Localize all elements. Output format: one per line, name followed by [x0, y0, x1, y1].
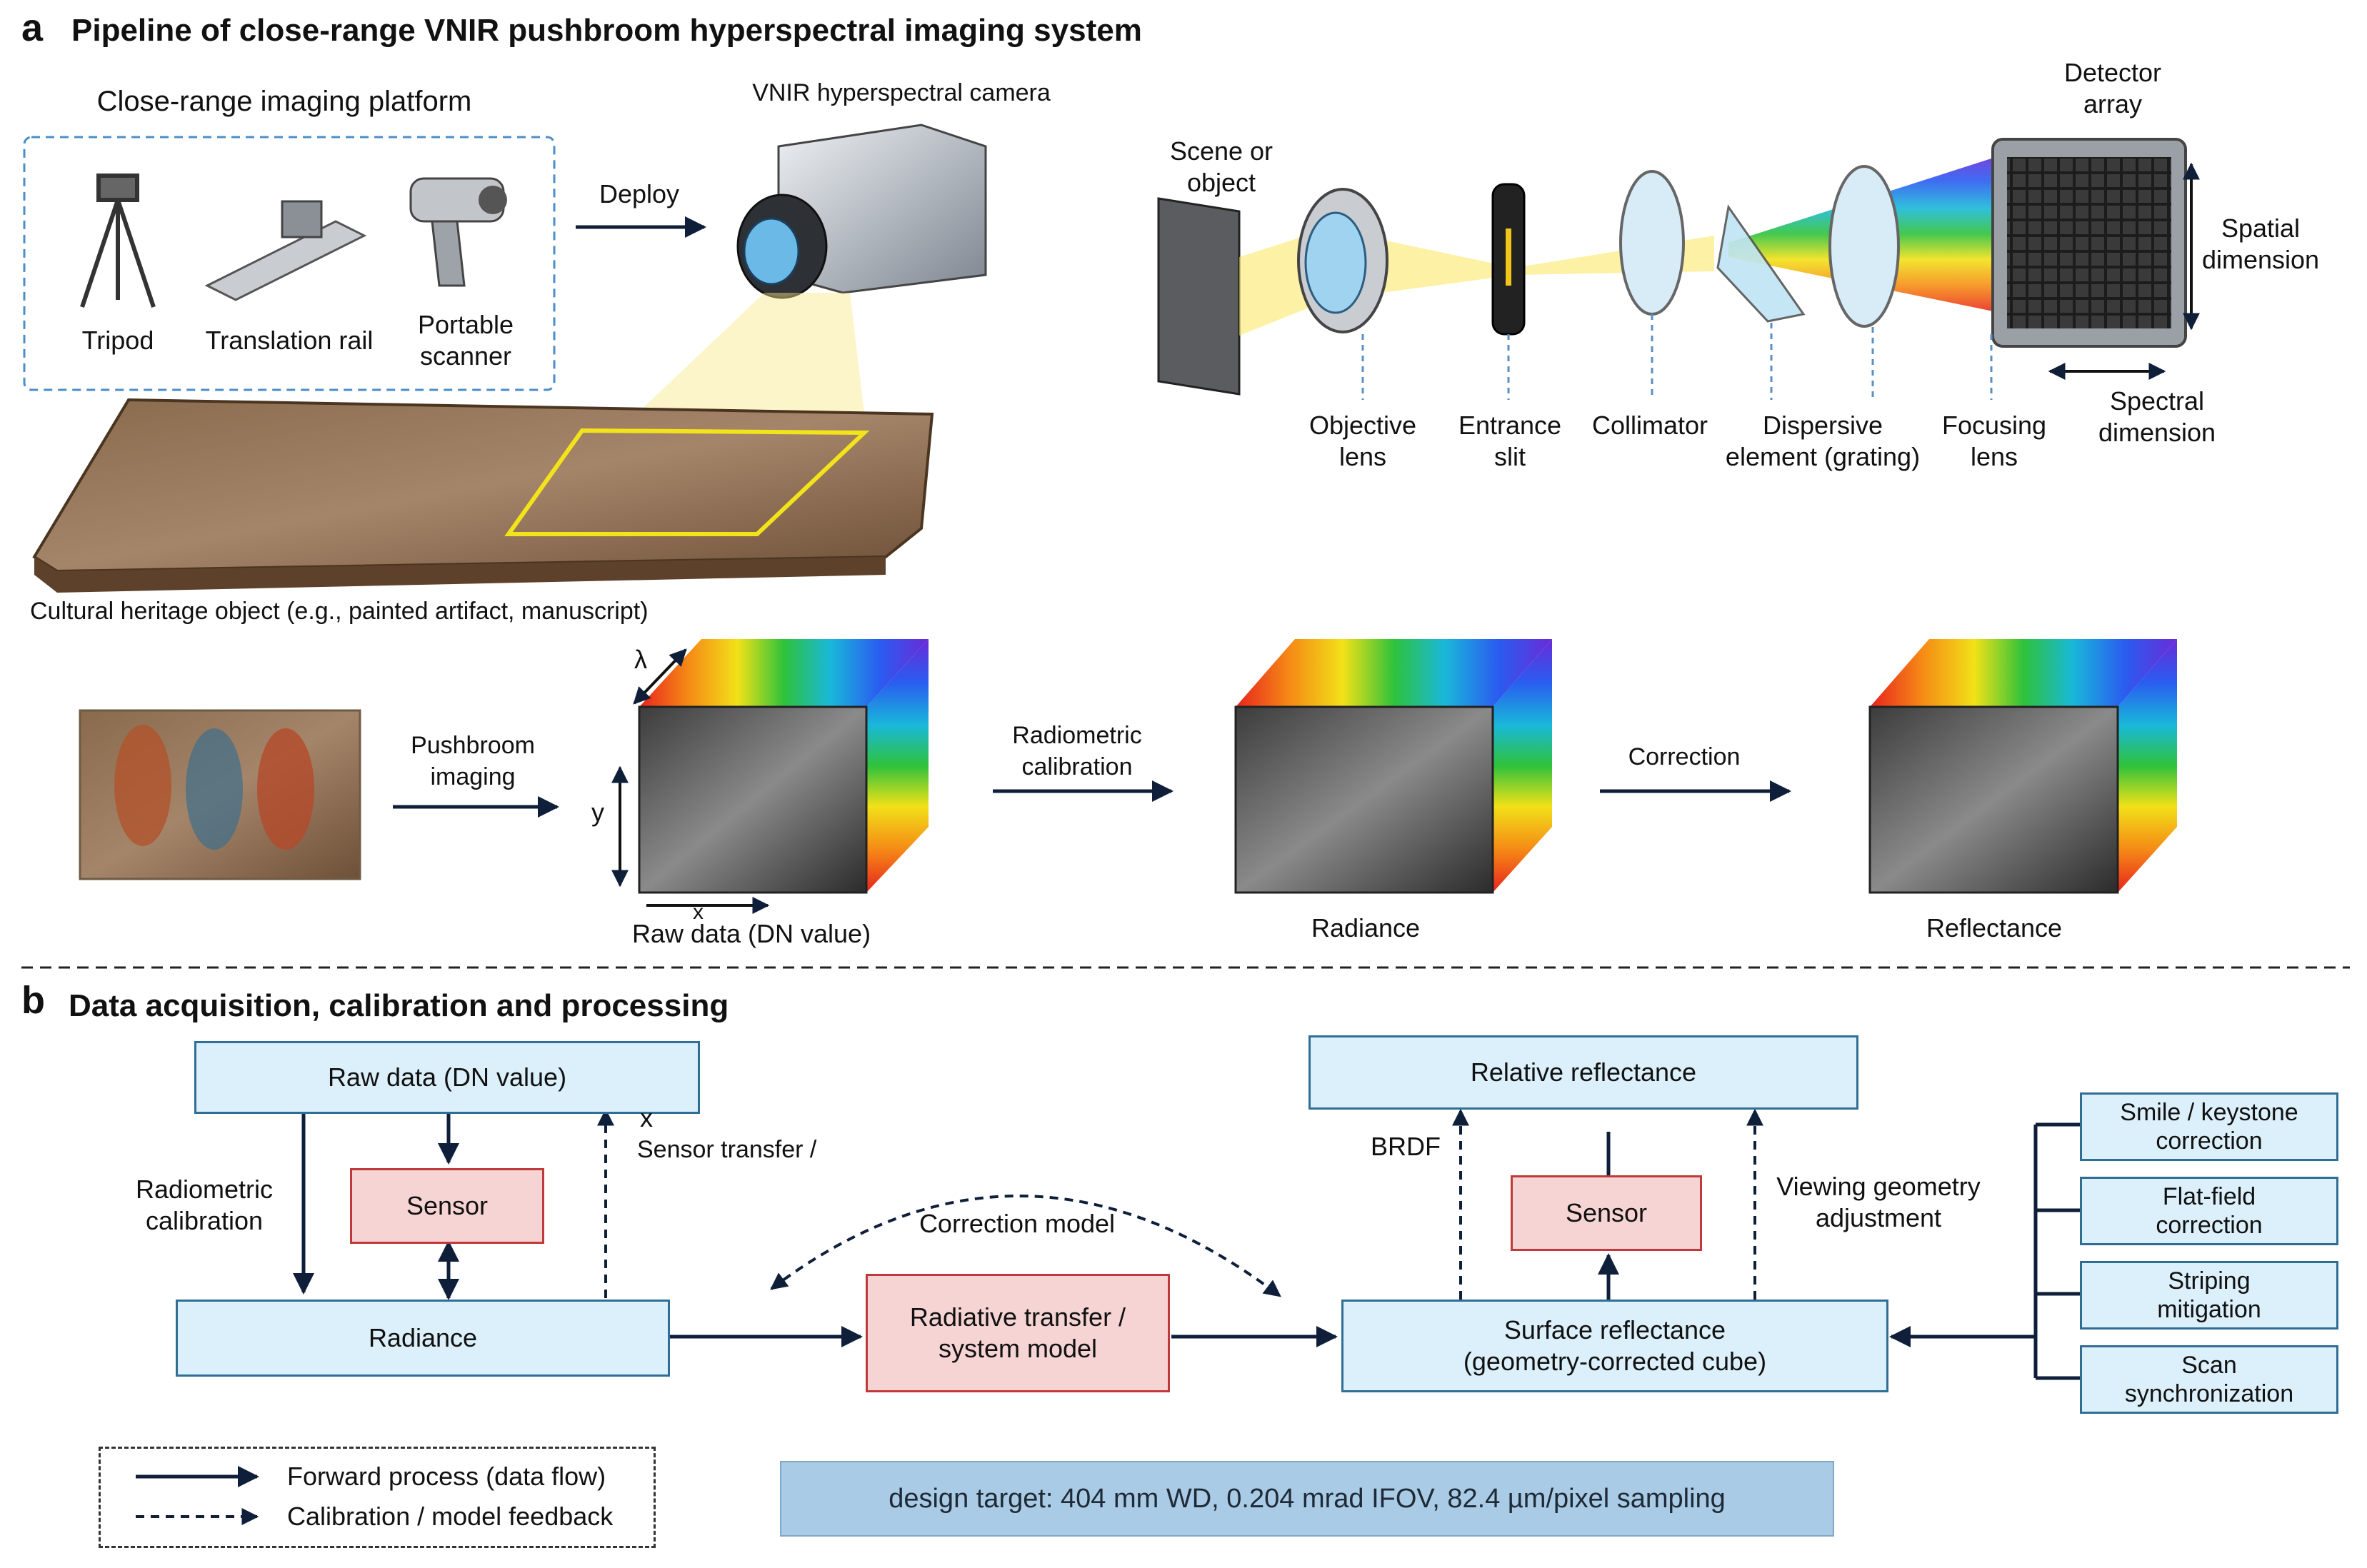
cube-label-raw: Raw data (DN value): [631, 919, 871, 948]
deploy-label: Deploy: [599, 179, 680, 208]
side-box-flat-field: Flat-field correction: [2080, 1177, 2338, 1245]
raw-data-box: Raw data (DN value): [194, 1041, 700, 1114]
panel-a-letter: a: [21, 6, 44, 49]
collimator-icon: [1619, 170, 1685, 316]
component-collimator: Collimator: [1591, 411, 1708, 440]
component-grating: Dispersive element (grating): [1725, 411, 1921, 471]
scene-label: Scene or object: [1169, 136, 1273, 197]
spatial-label: Spatial dimension: [2201, 213, 2320, 274]
design-target-note: design target: 404 mm WD, 0.204 mrad IFO…: [780, 1461, 1834, 1537]
focusing-lens-icon: [1828, 165, 1900, 328]
pushbroom-label: Pushbroom imaging: [411, 732, 535, 790]
platform-item-rail: Translation rail: [205, 326, 374, 355]
x-axis-label: x: [693, 900, 704, 924]
detector-array-icon: [1991, 138, 2187, 348]
cube-label-reflectance: Reflectance: [1926, 913, 2063, 943]
surface-reflectance-box: Surface reflectance (geometry-corrected …: [1341, 1300, 1888, 1392]
legend-box: [99, 1447, 656, 1548]
side-box-striping: Striping mitigation: [2080, 1261, 2338, 1330]
detector-label: Detector array: [2063, 58, 2162, 119]
radiance-box: Radiance: [176, 1300, 670, 1377]
cube-label-radiance: Radiance: [1311, 913, 1421, 943]
panel-a-title: Pipeline of close-range VNIR pushbroom h…: [71, 13, 1142, 48]
platform-item-scanner: Portable scanner: [417, 310, 514, 371]
panel-b-title: Data acquisition, calibration and proces…: [69, 988, 729, 1023]
lambda-axis-label: λ: [634, 645, 647, 674]
heritage-label: Cultural heritage object (e.g., painted …: [30, 598, 649, 625]
cube-radiance: [1234, 639, 1552, 894]
viewing-geometry-label: Viewing geometry adjustment: [1776, 1172, 1981, 1232]
component-focusing-lens: Focusing lens: [1941, 411, 2047, 471]
translation-rail-icon: [204, 200, 367, 301]
brdf-label: BRDF: [1371, 1132, 1441, 1161]
sensor-transfer-label: Sensor transfer /: [637, 1136, 817, 1163]
optics-leader-lines: [1361, 314, 1993, 400]
component-objective-lens: Objective lens: [1308, 411, 1417, 471]
side-box-scan-sync: Scan synchronization: [2080, 1345, 2338, 1414]
relative-reflectance-box: Relative reflectance: [1308, 1035, 1858, 1110]
legend-feedback: Calibration / model feedback: [287, 1502, 614, 1531]
panel-b-letter: b: [21, 979, 45, 1022]
spectral-label: Spectral dimension: [2098, 386, 2216, 447]
x-mark: x: [640, 1103, 653, 1132]
tripod-icon: [80, 174, 156, 308]
camera-label: VNIR hyperspectral camera: [752, 79, 1051, 106]
grating-icon: [1716, 204, 1806, 323]
sensor-left-box: Sensor: [350, 1168, 544, 1244]
correction-model-label: Correction model: [919, 1209, 1116, 1238]
step-radiometric: Radiometric calibration: [1012, 722, 1142, 780]
component-entrance-slit: Entrance slit: [1458, 411, 1562, 471]
cube-raw-data: [638, 639, 929, 894]
cube-reflectance: [1868, 639, 2177, 894]
sensor-right-box: Sensor: [1511, 1175, 1702, 1251]
step-correction: Correction: [1628, 743, 1741, 770]
heritage-object-image: [32, 398, 934, 593]
radiometric-calibration-label: Radiometric calibration: [135, 1175, 274, 1235]
objective-lens-icon: [1297, 188, 1388, 333]
platform-title: Close-range imaging platform: [96, 86, 472, 117]
scene-object: [1157, 197, 1241, 396]
platform-box: [23, 136, 556, 391]
rgb-thumbnail-image: [79, 709, 361, 880]
portable-scanner-icon: [409, 177, 507, 287]
legend-forward: Forward process (data flow): [287, 1462, 606, 1491]
hyperspectral-camera-icon: [736, 124, 987, 299]
platform-item-tripod: Tripod: [81, 326, 154, 355]
radiative-transfer-box: Radiative transfer / system model: [866, 1274, 1170, 1392]
y-axis-label: y: [591, 798, 604, 827]
side-box-smile-keystone: Smile / keystone correction: [2080, 1092, 2338, 1161]
